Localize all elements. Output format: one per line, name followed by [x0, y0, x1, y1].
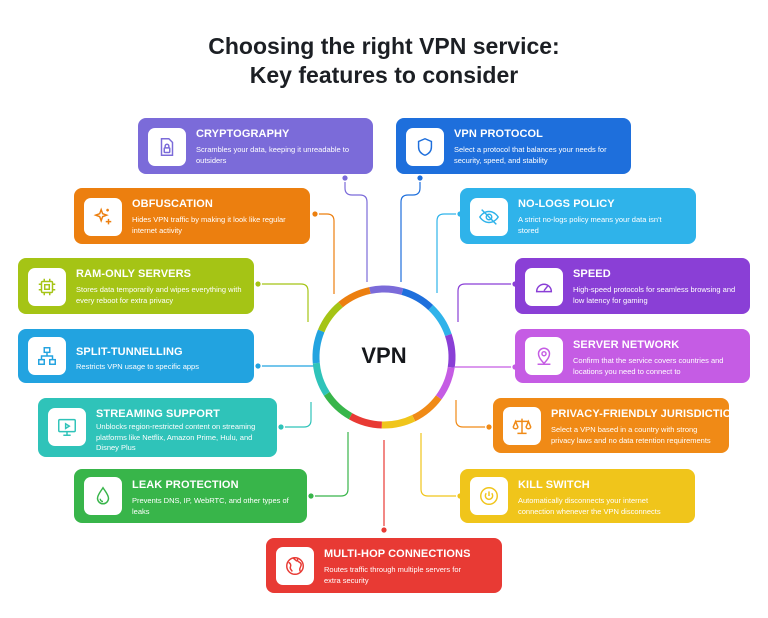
obfuscation-desc: Hides VPN traffic by making it look like…	[132, 215, 286, 235]
vpn-ring	[312, 285, 456, 429]
no-logs-title: NO-LOGS POLICY	[518, 198, 615, 210]
ram-only-desc: Stores data temporarily and wipes everyt…	[76, 285, 242, 305]
dot-ram-only	[253, 280, 262, 289]
connector-cryptography	[344, 178, 368, 282]
connector-speed	[457, 283, 515, 322]
dot-split	[253, 362, 262, 371]
card-vpn-protocol: VPN PROTOCOL Select a protocol that bala…	[396, 118, 631, 174]
title-line-2: Key features to consider	[249, 62, 519, 88]
no-logs-desc: A strict no-logs policy means your data …	[518, 215, 662, 235]
ram-only-title: RAM-ONLY SERVERS	[76, 268, 192, 280]
locked-file-icon	[148, 128, 186, 166]
card-split-tunnelling: SPLIT-TUNNELLING Restricts VPN usage to …	[18, 329, 254, 383]
streaming-desc: Unblocks region-restricted content on st…	[96, 422, 256, 452]
connector-vpn-protocol	[400, 178, 421, 282]
ring-segment-privacy-jurisdictions	[412, 395, 442, 422]
server-network-title: SERVER NETWORK	[573, 339, 680, 351]
card-privacy-jurisdictions: PRIVACY-FRIENDLY JURISDICTIONS Select a …	[493, 398, 747, 453]
ring-segment-kill-switch	[381, 414, 416, 429]
cryptography-desc: Scrambles your data, keeping it unreadab…	[196, 145, 350, 165]
vpn-protocol-title: VPN PROTOCOL	[454, 128, 544, 140]
dot-privacy	[485, 423, 494, 432]
card-streaming-support: STREAMING SUPPORT Unblocks region-restri…	[38, 398, 277, 457]
leak-desc: Prevents DNS, IP, WebRTC, and other type…	[132, 496, 289, 516]
card-kill-switch: KILL SWITCH Automatically disconnects yo…	[460, 469, 695, 523]
streaming-title: STREAMING SUPPORT	[96, 408, 220, 420]
speedometer-icon	[525, 268, 563, 306]
drop-icon	[84, 477, 122, 515]
vpn-protocol-desc: Select a protocol that balances your nee…	[454, 145, 607, 165]
card-cryptography: CRYPTOGRAPHY Scrambles your data, keepin…	[138, 118, 373, 174]
multi-hop-desc: Routes traffic through multiple servers …	[324, 565, 462, 585]
chip-icon	[28, 268, 66, 306]
speed-desc: High-speed protocols for seamless browsi…	[573, 285, 736, 305]
connector-no-logs	[436, 213, 460, 293]
scales-icon	[503, 407, 541, 445]
connector-obfuscation	[315, 213, 335, 294]
cryptography-title: CRYPTOGRAPHY	[196, 128, 290, 140]
dot-multihop	[380, 526, 389, 535]
eye-off-icon	[470, 198, 508, 236]
globe-icon	[276, 547, 314, 585]
ring-segment-multi-hop	[348, 413, 383, 429]
connector-streaming	[281, 402, 312, 428]
ring-segment-obfuscation	[338, 287, 371, 308]
ring-segment-cryptography	[369, 285, 404, 295]
privacy-title: PRIVACY-FRIENDLY JURISDICTIONS	[551, 408, 747, 420]
title-line-1: Choosing the right VPN service:	[208, 33, 560, 59]
power-icon	[470, 477, 508, 515]
leak-title: LEAK PROTECTION	[132, 479, 239, 491]
ring-segment-split-tunnelling	[312, 329, 325, 364]
server-network-desc: Confirm that the service covers countrie…	[573, 356, 724, 376]
ring-segment-speed	[444, 333, 456, 368]
dot-cryptography	[341, 173, 350, 182]
split-title: SPLIT-TUNNELLING	[76, 346, 183, 358]
shield-icon	[406, 128, 444, 166]
privacy-desc: Select a VPN based in a country with str…	[551, 425, 711, 445]
card-no-logs-policy: NO-LOGS POLICY A strict no-logs policy m…	[460, 188, 696, 244]
card-speed: SPEED High-speed protocols for seamless …	[515, 258, 750, 314]
dot-obfuscation	[311, 209, 320, 218]
dot-leak	[307, 492, 316, 501]
split-desc: Restricts VPN usage to specific apps	[76, 362, 199, 371]
vpn-center-label: VPN	[361, 343, 407, 368]
ring-segment-vpn-protocol	[401, 288, 434, 311]
ring-segment-leak-protection	[323, 391, 353, 420]
sparkle-icon	[84, 198, 122, 236]
network-tree-icon	[28, 337, 66, 375]
page-title: Choosing the right VPN service: Key feat…	[0, 32, 768, 90]
card-ram-only-servers: RAM-ONLY SERVERS Stores data temporarily…	[18, 258, 254, 314]
speed-title: SPEED	[573, 268, 611, 280]
ring-segment-streaming-support	[312, 362, 330, 396]
ring-segment-no-logs-policy	[428, 305, 452, 337]
card-server-network: SERVER NETWORK Confirm that the service …	[515, 329, 750, 383]
card-leak-protection: LEAK PROTECTION Prevents DNS, IP, WebRTC…	[74, 469, 307, 523]
location-pin-icon	[525, 337, 563, 375]
monitor-play-icon	[48, 408, 86, 446]
obfuscation-title: OBFUSCATION	[132, 198, 213, 210]
ring-segment-ram-only-servers	[317, 301, 343, 333]
dot-vpn-protocol	[416, 173, 425, 182]
connector-ram-only	[258, 283, 309, 322]
connector-privacy	[455, 400, 489, 428]
connector-leak	[311, 432, 349, 497]
dot-streaming	[277, 423, 286, 432]
card-obfuscation: OBFUSCATION Hides VPN traffic by making …	[74, 188, 310, 244]
kill-switch-title: KILL SWITCH	[518, 479, 590, 491]
kill-switch-desc: Automatically disconnects your internet …	[518, 496, 661, 516]
ring-segment-server-network	[435, 366, 455, 400]
connector-kill	[420, 433, 460, 497]
multi-hop-title: MULTI-HOP CONNECTIONS	[324, 548, 471, 560]
card-multi-hop: MULTI-HOP CONNECTIONS Routes traffic thr…	[266, 538, 502, 593]
